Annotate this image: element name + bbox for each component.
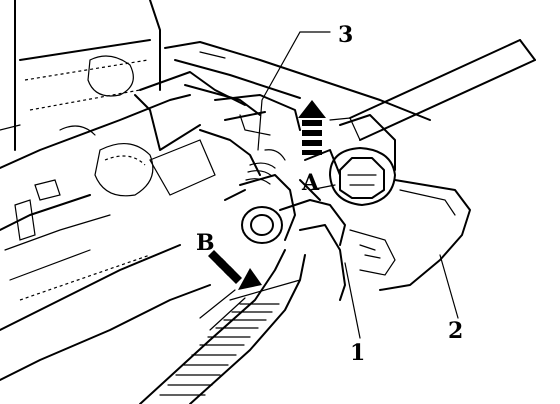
arrow-label-b: B: [196, 230, 215, 256]
callout-label-2: 2: [448, 318, 463, 344]
small-nut: [224, 149, 296, 244]
upper-frame: [134, 41, 431, 176]
direction-arrow-a: [298, 100, 326, 155]
callout-label-3: 3: [338, 22, 353, 48]
adjustment-rod: [329, 39, 536, 141]
direction-arrow-b: [208, 250, 262, 290]
housing-body: [0, 0, 216, 381]
corrugated-hose: [139, 249, 306, 404]
side-plate: [339, 114, 471, 291]
main-bolt: [329, 147, 396, 206]
leader-lines: [257, 31, 459, 339]
arrow-label-a: A: [301, 170, 320, 196]
callout-label-1: 1: [350, 340, 365, 366]
clamp-lever: [279, 149, 346, 301]
